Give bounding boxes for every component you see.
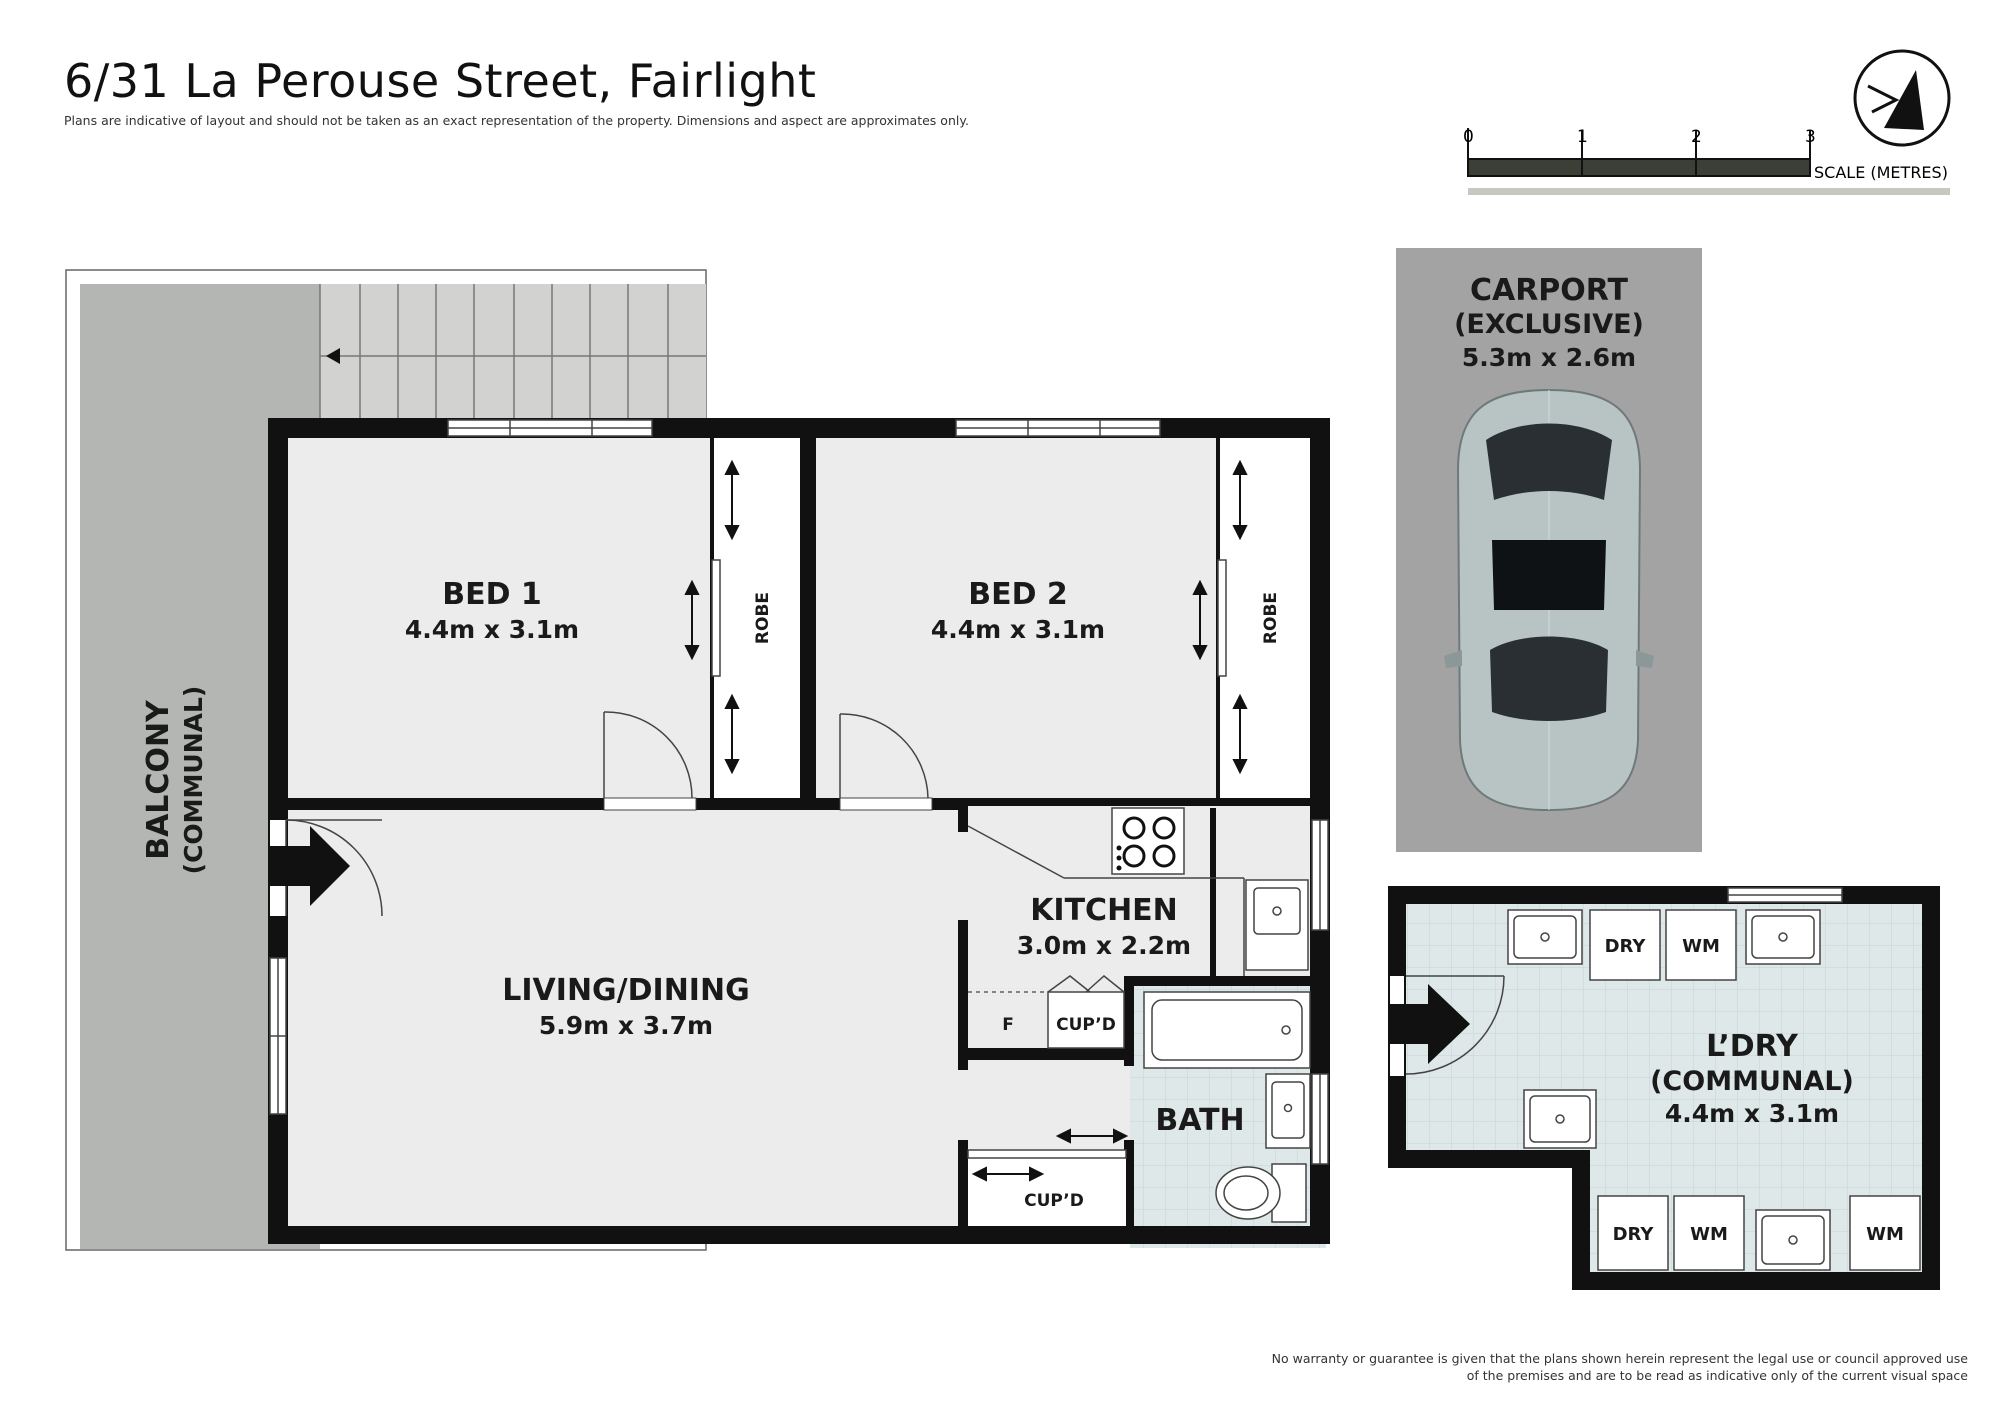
laundry-door[interactable] <box>1388 975 1505 1076</box>
bed1-robe: ROBE <box>684 438 800 798</box>
laundry: DRY WM DRY WM WM L’DRY (COMMUNAL) 4.4m x… <box>1388 886 1940 1290</box>
carport-label: CARPORT <box>1470 273 1629 308</box>
scale-tick-3: 3 <box>1805 127 1816 147</box>
kitchen-sink-icon <box>1245 879 1309 971</box>
living-cupboard-label: CUP’D <box>1024 1191 1084 1211</box>
kitchen-dims: 3.0m x 2.2m <box>1017 931 1191 960</box>
windows <box>269 419 1329 1165</box>
laundry-tub-icon <box>1755 1209 1831 1271</box>
dryer <box>1597 1195 1669 1271</box>
wm-label: WM <box>1682 936 1720 957</box>
stairs-arrow-icon <box>326 348 340 364</box>
laundry-label: L’DRY <box>1706 1029 1799 1064</box>
laundry-tub-icon <box>1523 1089 1597 1149</box>
page-title: 6/31 La Perouse Street, Fairlight <box>64 54 817 108</box>
disclaimer-text: No warranty or guarantee is given that t… <box>1271 1351 1968 1383</box>
bathtub-icon <box>1143 991 1311 1069</box>
laundry-tub-icon <box>1507 909 1583 965</box>
bed2-label: BED 2 <box>968 577 1068 612</box>
toilet-icon <box>1215 1163 1307 1223</box>
fridge-label: F <box>1002 1015 1014 1035</box>
living-cupboard[interactable]: CUP’D <box>967 1128 1129 1226</box>
washing-machine <box>1849 1195 1921 1271</box>
stairs <box>319 284 706 420</box>
balcony-label: BALCONY <box>141 699 176 860</box>
kitchen-fixtures: F CUP’D <box>967 807 1309 1049</box>
basin-icon <box>1265 1073 1311 1149</box>
carport-dims: 5.3m x 2.6m <box>1462 343 1636 372</box>
carport-sublabel: (EXCLUSIVE) <box>1454 309 1644 340</box>
kitchen-cupboard[interactable] <box>1047 991 1125 1049</box>
laundry-sublabel: (COMMUNAL) <box>1650 1066 1854 1097</box>
carport: CARPORT (EXCLUSIVE) 5.3m x 2.6m <box>1396 248 1702 852</box>
bed2-robe: ROBE <box>1192 438 1310 798</box>
washing-machine <box>1665 909 1737 981</box>
dryer-label: DRY <box>1605 936 1647 957</box>
entry-arrow-icon <box>268 826 350 906</box>
dryer <box>1589 909 1661 981</box>
bath-fixtures <box>1143 991 1311 1223</box>
scale-tick-2: 2 <box>1691 127 1702 147</box>
bed2-door[interactable] <box>839 713 933 811</box>
car-icon <box>1444 388 1654 812</box>
laundry-tub-icon <box>1745 909 1821 965</box>
cooktop-icon <box>1111 807 1185 875</box>
bath-label: BATH <box>1155 1103 1244 1138</box>
bed1-label: BED 1 <box>442 577 542 612</box>
bed2-dims: 4.4m x 3.1m <box>931 615 1105 644</box>
washing-machine <box>1673 1195 1745 1271</box>
page-subtitle: Plans are indicative of layout and shoul… <box>64 113 969 128</box>
balcony-sublabel: (COMMUNAL) <box>179 686 208 875</box>
robe-label: ROBE <box>1261 592 1281 644</box>
bed1-dims: 4.4m x 3.1m <box>405 615 579 644</box>
bed1-door[interactable] <box>603 711 697 811</box>
scale-label: SCALE (METRES) <box>1814 163 1948 182</box>
kitchen-label: KITCHEN <box>1030 893 1178 928</box>
wm-label: WM <box>1866 1224 1904 1245</box>
dryer-label: DRY <box>1613 1224 1655 1245</box>
wm-label: WM <box>1690 1224 1728 1245</box>
scale-bar: 0 1 2 3 SCALE (METRES) <box>1463 127 1950 195</box>
living-dims: 5.9m x 3.7m <box>539 1011 713 1040</box>
scale-tick-0: 0 <box>1463 127 1474 147</box>
entry-door[interactable] <box>268 819 383 917</box>
north-compass-icon <box>1853 49 1951 147</box>
kitchen-cupboard-label: CUP’D <box>1056 1015 1116 1035</box>
laundry-dims: 4.4m x 3.1m <box>1665 1099 1839 1128</box>
laundry-entry-arrow-icon <box>1388 984 1470 1064</box>
robe-label: ROBE <box>753 592 773 644</box>
scale-tick-1: 1 <box>1577 127 1588 147</box>
living-label: LIVING/DINING <box>502 973 749 1008</box>
